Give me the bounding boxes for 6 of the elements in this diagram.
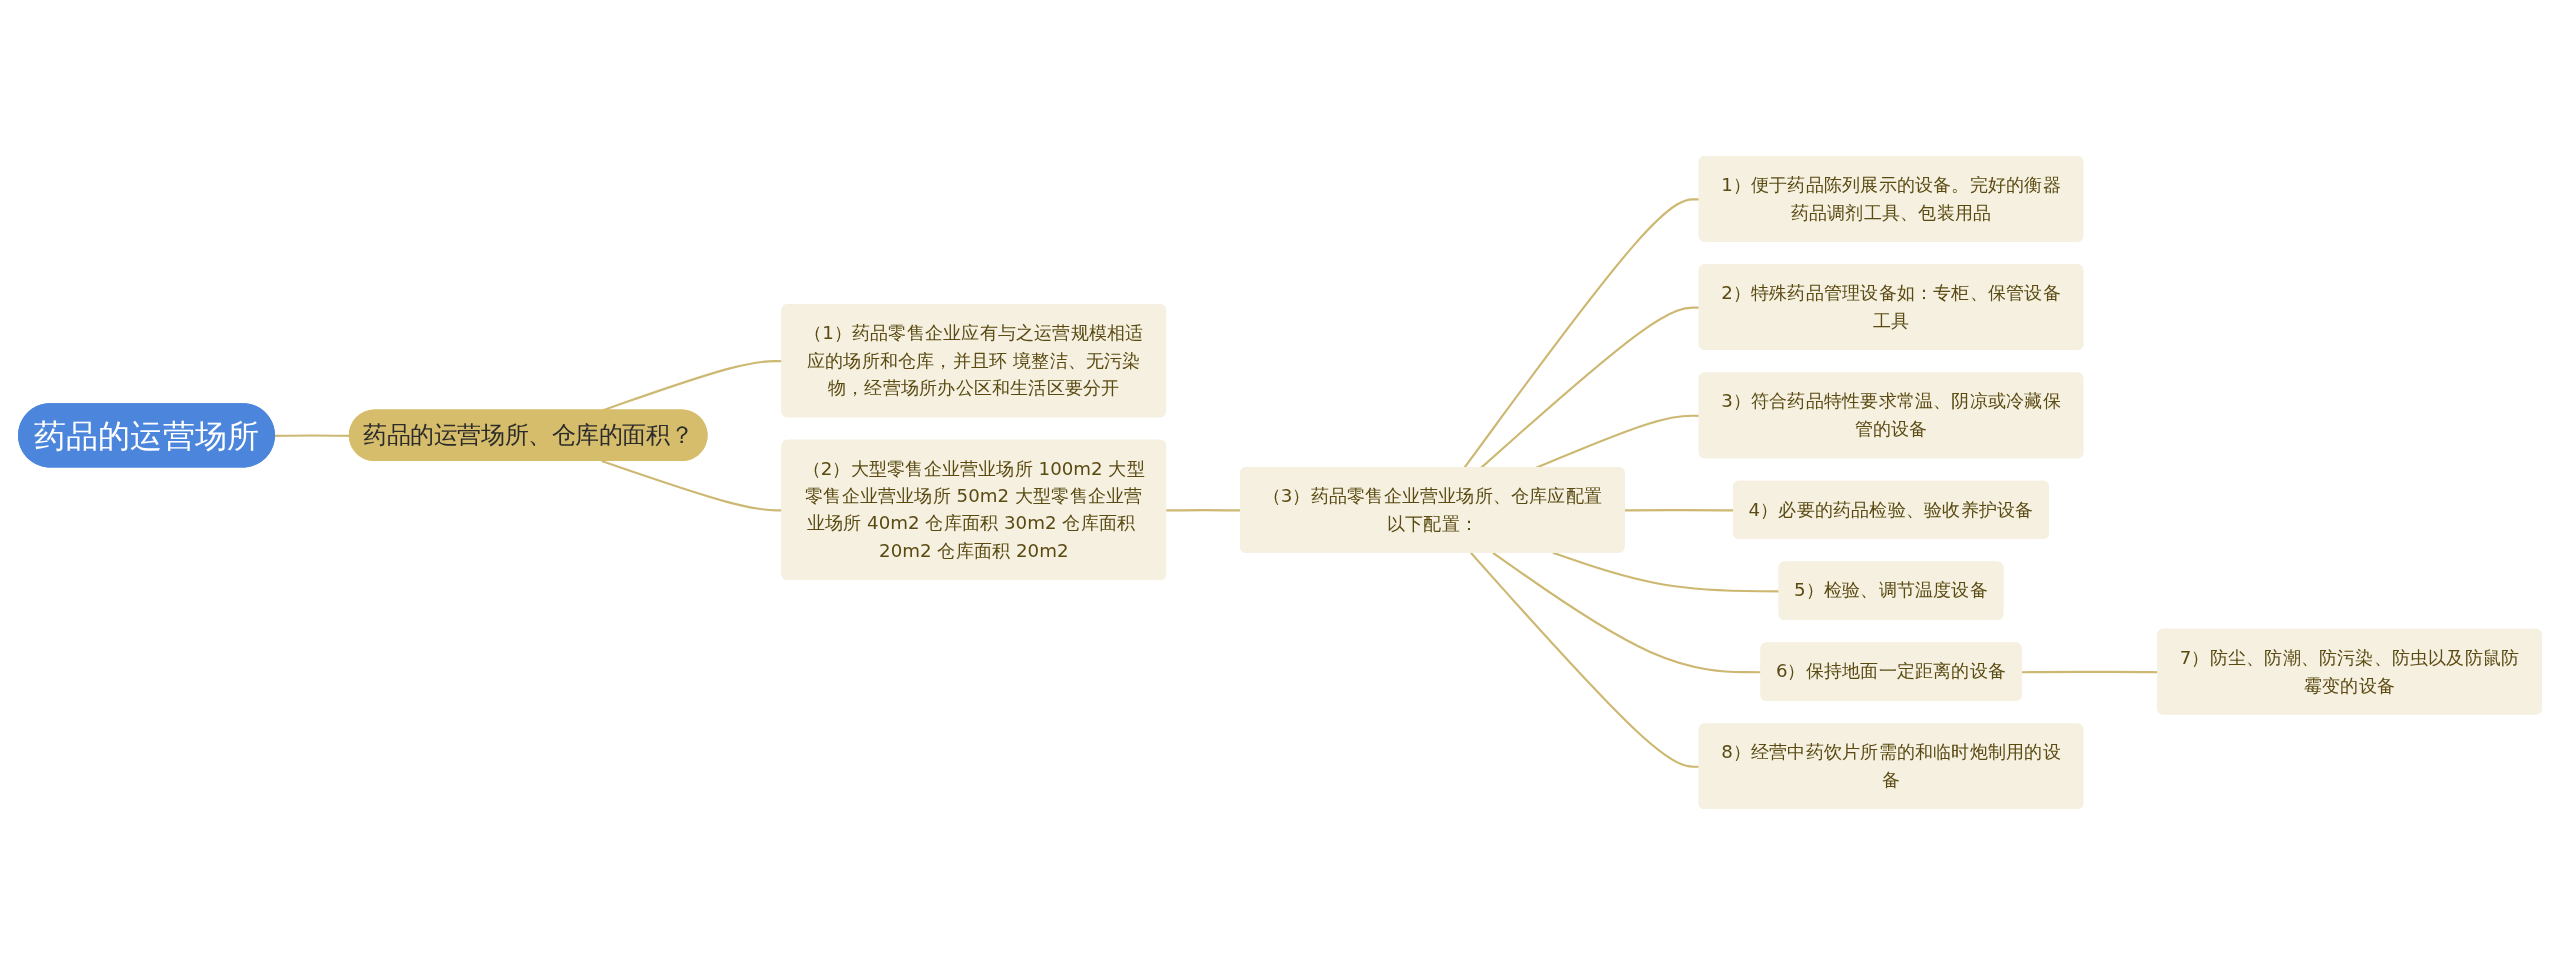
connector <box>1552 551 1780 593</box>
connector <box>274 434 350 437</box>
connector <box>1463 198 1700 469</box>
connector <box>1535 414 1700 469</box>
connector <box>1470 551 1700 768</box>
connector <box>1480 306 1700 469</box>
